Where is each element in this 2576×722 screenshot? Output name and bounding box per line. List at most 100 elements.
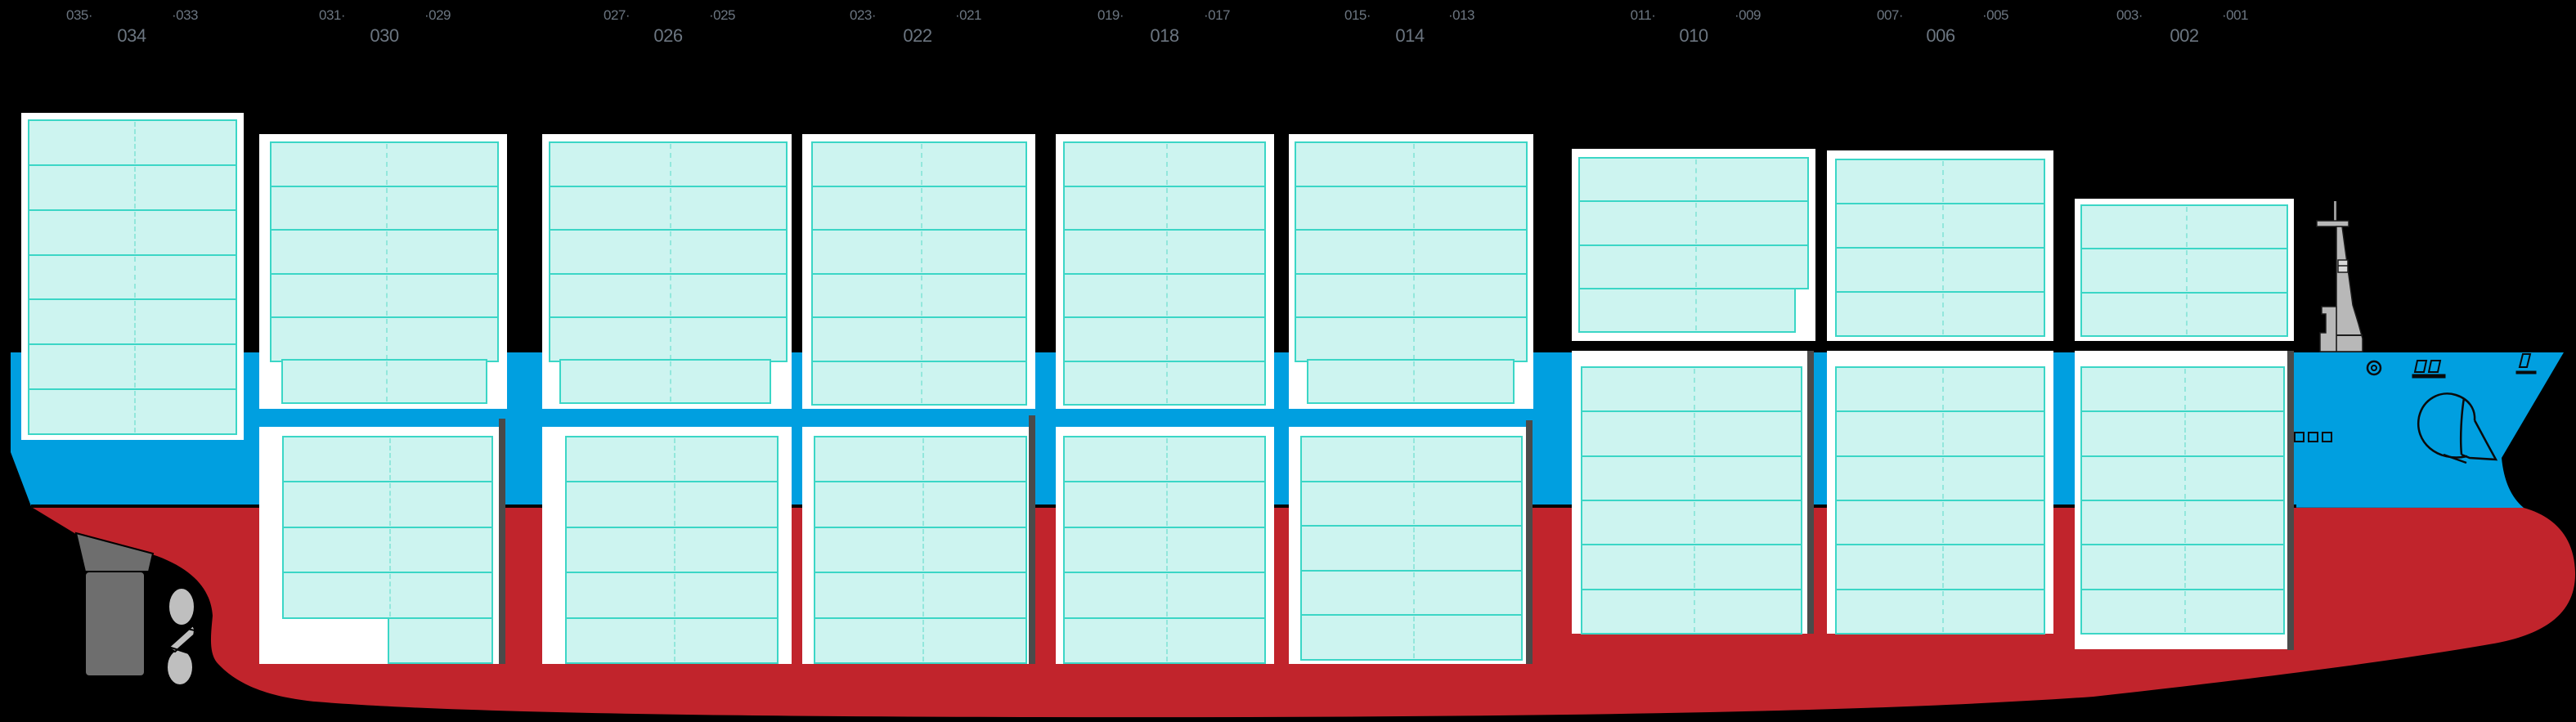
bay-034-tier-row[interactable] — [28, 298, 237, 346]
bay-026-tier-row[interactable] — [549, 229, 788, 275]
bay-002-tier-row[interactable] — [2080, 204, 2288, 250]
bay-014-tier-row[interactable] — [1300, 614, 1523, 661]
bay-014-tier-row[interactable] — [1295, 272, 1528, 319]
twenty-foot-divider-icon — [922, 528, 924, 572]
bay-026-tier-row[interactable] — [565, 617, 779, 664]
bay-014-tier-row[interactable] — [1307, 359, 1515, 404]
bay-030-tier-row[interactable] — [270, 141, 499, 187]
bay-018-tier-row[interactable] — [1063, 316, 1266, 362]
bay-014-tier-row[interactable] — [1300, 480, 1523, 527]
bay-030-tier-row[interactable] — [281, 359, 487, 404]
bay-010-tier-row[interactable] — [1581, 588, 1802, 635]
bay-026-tier-row[interactable] — [559, 359, 771, 404]
bay-018-tier-row[interactable] — [1063, 481, 1266, 528]
bay-002-tier-row[interactable] — [2080, 248, 2288, 294]
bay-010-tier-row[interactable] — [1581, 366, 1802, 413]
bay-034-tier-row[interactable] — [28, 343, 237, 391]
bay-034-tier-row[interactable] — [28, 209, 237, 256]
bay-002-tier-row[interactable] — [2080, 588, 2285, 635]
bay-014-tier-row[interactable] — [1295, 229, 1528, 275]
bay-034-tier-row[interactable] — [28, 119, 237, 166]
bay-006-tier-row[interactable] — [1835, 455, 2045, 501]
bay-002-tier-row[interactable] — [2080, 455, 2285, 501]
bay-022-tier-row[interactable] — [811, 141, 1027, 187]
bay-026-tier-row[interactable] — [549, 185, 788, 231]
bay-022-tier-row[interactable] — [814, 617, 1027, 664]
twenty-foot-divider-icon — [386, 187, 388, 229]
bay-030-tier-row[interactable] — [270, 272, 499, 319]
bay-018-tier-row[interactable] — [1063, 617, 1266, 664]
bay-018-tier-row[interactable] — [1063, 229, 1266, 275]
bay-026-tier-row[interactable] — [549, 141, 788, 187]
bay-018-tier-row[interactable] — [1063, 526, 1266, 574]
propeller — [166, 587, 198, 686]
bay-030-tier-row[interactable] — [270, 185, 499, 231]
bay-018-tier-row[interactable] — [1063, 141, 1266, 187]
bay-006-tier-row[interactable] — [1835, 410, 2045, 457]
bay-006-tier-row[interactable] — [1835, 588, 2045, 635]
bay-026-tier-row[interactable] — [565, 526, 779, 574]
bay-022-tier-row[interactable] — [811, 272, 1027, 318]
bay-022-tier-row[interactable] — [811, 316, 1027, 362]
bay-030-tier-row[interactable] — [282, 481, 493, 528]
bay-018-tier-row[interactable] — [1063, 272, 1266, 318]
freeing-port-icon — [2294, 432, 2304, 442]
bay-022-tier-row[interactable] — [811, 229, 1027, 275]
bay-018-tier-row[interactable] — [1063, 572, 1266, 619]
bay-006-tier-row[interactable] — [1835, 366, 2045, 413]
bow-deck-fittings — [2294, 353, 2537, 442]
bay-014-tier-row[interactable] — [1300, 569, 1523, 617]
twenty-foot-divider-icon — [1695, 159, 1697, 200]
bay-010-tier-row[interactable] — [1578, 244, 1809, 289]
bay-006-tier-row[interactable] — [1835, 247, 2045, 293]
bay-010-tier-row[interactable] — [1581, 500, 1802, 546]
bay-010-tier-row[interactable] — [1581, 544, 1802, 590]
bay-006-tier-row[interactable] — [1835, 544, 2045, 590]
bay-030-tier-row[interactable] — [282, 572, 493, 619]
bay-022-tier-row[interactable] — [814, 572, 1027, 619]
bay-026-tier-row[interactable] — [565, 481, 779, 528]
bay-034-tier-row[interactable] — [28, 164, 237, 211]
bay-014-tier-row[interactable] — [1295, 141, 1528, 187]
bay-018-tier-row[interactable] — [1063, 185, 1266, 231]
twenty-foot-divider-icon — [2184, 502, 2186, 544]
bay-014-tier-row[interactable] — [1295, 185, 1528, 231]
bay-010-tier-row[interactable] — [1581, 455, 1802, 501]
bay-022-tier-row[interactable] — [814, 526, 1027, 574]
bay-026-tier-row[interactable] — [549, 316, 788, 362]
bay-030-tier-row[interactable] — [270, 316, 499, 362]
bay-022-tier-row[interactable] — [814, 481, 1027, 528]
bay-034-tier-row[interactable] — [28, 388, 237, 435]
freeing-port-icon — [2322, 432, 2332, 442]
bay-014-tier-row[interactable] — [1295, 316, 1528, 362]
bay-010-tier-row[interactable] — [1578, 157, 1809, 203]
bay-010-tier-row[interactable] — [1578, 288, 1796, 333]
bay-002-tier-row[interactable] — [2080, 410, 2285, 457]
bay-022-tier-row[interactable] — [814, 436, 1027, 483]
bay-030-tier-row[interactable] — [270, 229, 499, 275]
bay-034-tier-row[interactable] — [28, 253, 237, 301]
bay-006-tier-row[interactable] — [1835, 203, 2045, 249]
bay-010-tier-row[interactable] — [1581, 410, 1802, 457]
bay-022-tier-row[interactable] — [811, 360, 1027, 406]
twenty-foot-divider-icon — [134, 122, 136, 164]
bay-002-tier-row[interactable] — [2080, 291, 2288, 337]
bay-002-tier-row[interactable] — [2080, 544, 2285, 590]
bay-026-tier-row[interactable] — [549, 272, 788, 319]
bay-002-tier-row[interactable] — [2080, 366, 2285, 413]
bay-030-tier-row[interactable] — [282, 436, 493, 483]
bay-006-tier-row[interactable] — [1835, 291, 2045, 337]
bay-014-tier-row[interactable] — [1300, 436, 1523, 482]
bay-014-tier-row[interactable] — [1300, 525, 1523, 572]
bay-026-tier-row[interactable] — [565, 572, 779, 619]
bay-018-tier-row[interactable] — [1063, 360, 1266, 406]
bay-022-tier-row[interactable] — [811, 185, 1027, 231]
bay-018-tier-row[interactable] — [1063, 436, 1266, 483]
bay-002-tier-row[interactable] — [2080, 500, 2285, 546]
bay-026-tier-row[interactable] — [565, 436, 779, 483]
bay-010-tier-row[interactable] — [1578, 200, 1809, 246]
bay-006-tier-row[interactable] — [1835, 500, 2045, 546]
bay-030-tier-row[interactable] — [282, 526, 493, 574]
bay-006-tier-row[interactable] — [1835, 159, 2045, 204]
bay-030-tier-row[interactable] — [388, 617, 493, 664]
